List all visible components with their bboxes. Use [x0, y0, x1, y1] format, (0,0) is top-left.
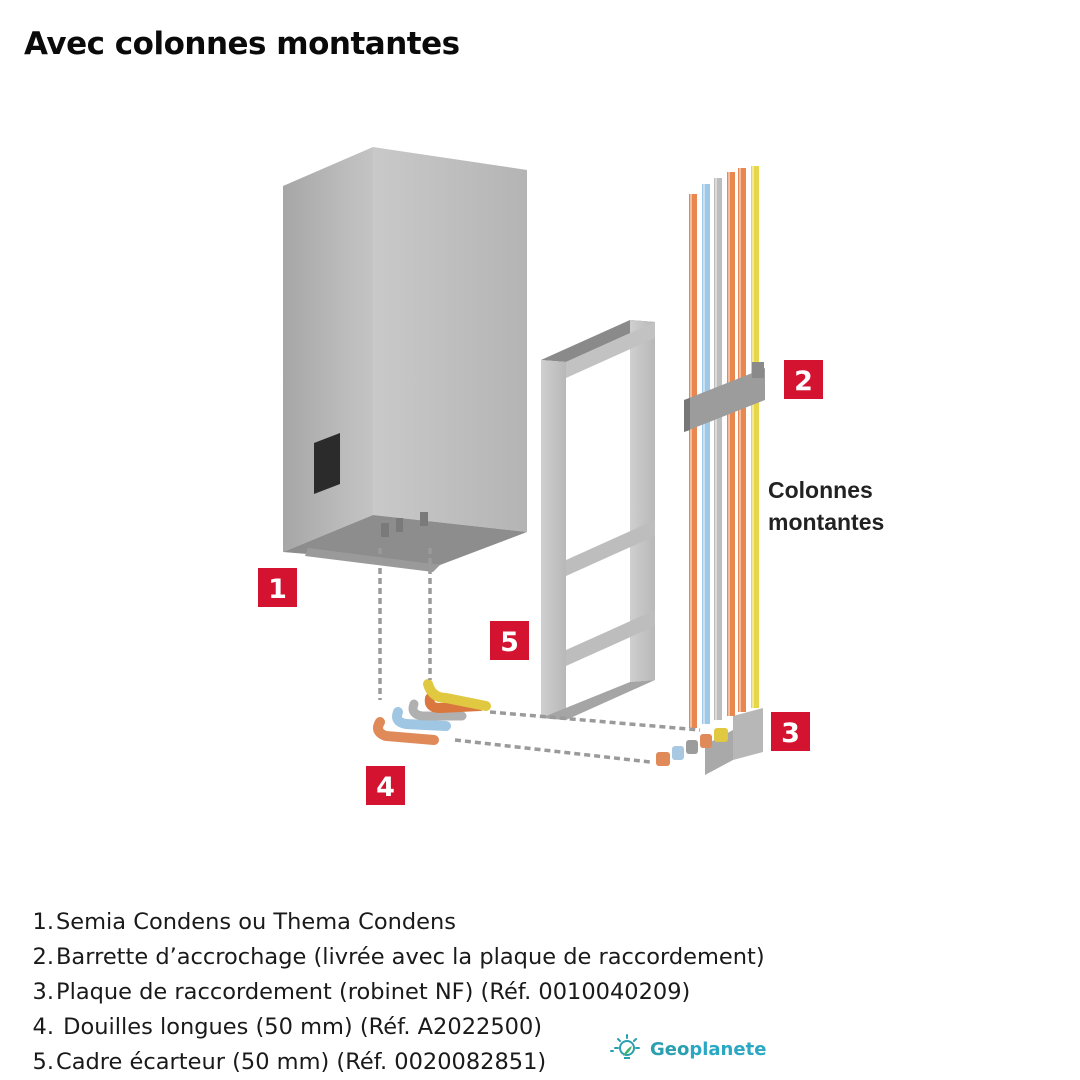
connection-plate	[656, 708, 763, 775]
marker-box	[771, 712, 810, 751]
marker-number: 5	[500, 627, 519, 658]
marker-box	[784, 360, 823, 399]
brand-name-part2: planete	[689, 1038, 767, 1060]
installation-diagram: Colonnes montantes 1 2 3 4 5	[258, 147, 884, 805]
legend-number: 5.	[32, 1049, 54, 1075]
legend-item: 5.Cadre écarteur (50 mm) (Réf. 002008285…	[32, 1045, 765, 1080]
marker-1: 1	[258, 568, 297, 607]
riser-pipe-highlight	[690, 194, 692, 728]
marker-number: 1	[268, 574, 287, 605]
spacer-frame	[541, 320, 655, 720]
page-title: Avec colonnes montantes	[24, 26, 460, 62]
hanging-bar	[684, 362, 765, 432]
riser-pipe-highlight	[739, 168, 741, 712]
riser-pipe	[702, 184, 710, 724]
riser-pipe-highlight	[703, 184, 705, 724]
legend-item: 3.Plaque de raccordement (robinet NF) (R…	[32, 975, 765, 1010]
legend-text: Cadre écarteur (50 mm) (Réf. 0020082851)	[56, 1049, 547, 1075]
marker-box	[258, 568, 297, 607]
legend-text: Plaque de raccordement (robinet NF) (Réf…	[56, 979, 691, 1005]
legend-number: 1.	[32, 909, 54, 935]
legend-text: Barrette d’accrochage (livrée avec la pl…	[56, 944, 765, 970]
riser-pipe-highlight	[752, 166, 754, 708]
riser-pipe	[727, 172, 735, 716]
legend-item: 1.Semia Condens ou Thema Condens	[32, 905, 765, 940]
brand-name: Geoplanete	[650, 1039, 766, 1060]
brand-name-part1: Geo	[650, 1038, 690, 1060]
legend-number: 3.	[32, 979, 54, 1005]
legend-item: 4. Douilles longues (50 mm) (Réf. A20225…	[32, 1010, 765, 1045]
lightbulb-leaf-icon	[610, 1034, 640, 1059]
boiler-display-window	[314, 433, 340, 494]
marker-number: 4	[376, 772, 395, 803]
long-fittings	[373, 679, 491, 745]
riser-pipes	[689, 166, 759, 728]
marker-3: 3	[771, 712, 810, 751]
connection-guides	[378, 548, 701, 764]
marker-box	[366, 766, 405, 805]
riser-pipe	[738, 168, 746, 712]
marker-2: 2	[784, 360, 823, 399]
marker-4: 4	[366, 766, 405, 805]
riser-pipe	[714, 178, 722, 720]
riser-pipe	[689, 194, 697, 728]
boiler-unit	[283, 147, 527, 572]
legend-number: 2.	[32, 944, 54, 970]
riser-label-line1: Colonnes	[768, 477, 873, 503]
marker-number: 2	[794, 366, 813, 397]
legend-number: 4.	[32, 1014, 54, 1040]
legend-text: Semia Condens ou Thema Condens	[56, 909, 456, 935]
riser-label-line2: montantes	[768, 509, 884, 535]
component-legend: 1.Semia Condens ou Thema Condens 2.Barre…	[32, 905, 765, 1080]
legend-item: 2.Barrette d’accrochage (livrée avec la …	[32, 940, 765, 975]
riser-pipe	[751, 166, 759, 708]
marker-number: 3	[781, 718, 800, 749]
brand-logo: Geoplanete	[610, 1032, 766, 1066]
marker-5: 5	[490, 621, 529, 660]
legend-text: Douilles longues (50 mm) (Réf. A2022500)	[56, 1014, 543, 1040]
riser-pipe-highlight	[715, 178, 717, 720]
number-markers: 1 2 3 4 5	[258, 360, 823, 805]
marker-box	[490, 621, 529, 660]
riser-pipe-highlight	[728, 172, 730, 716]
